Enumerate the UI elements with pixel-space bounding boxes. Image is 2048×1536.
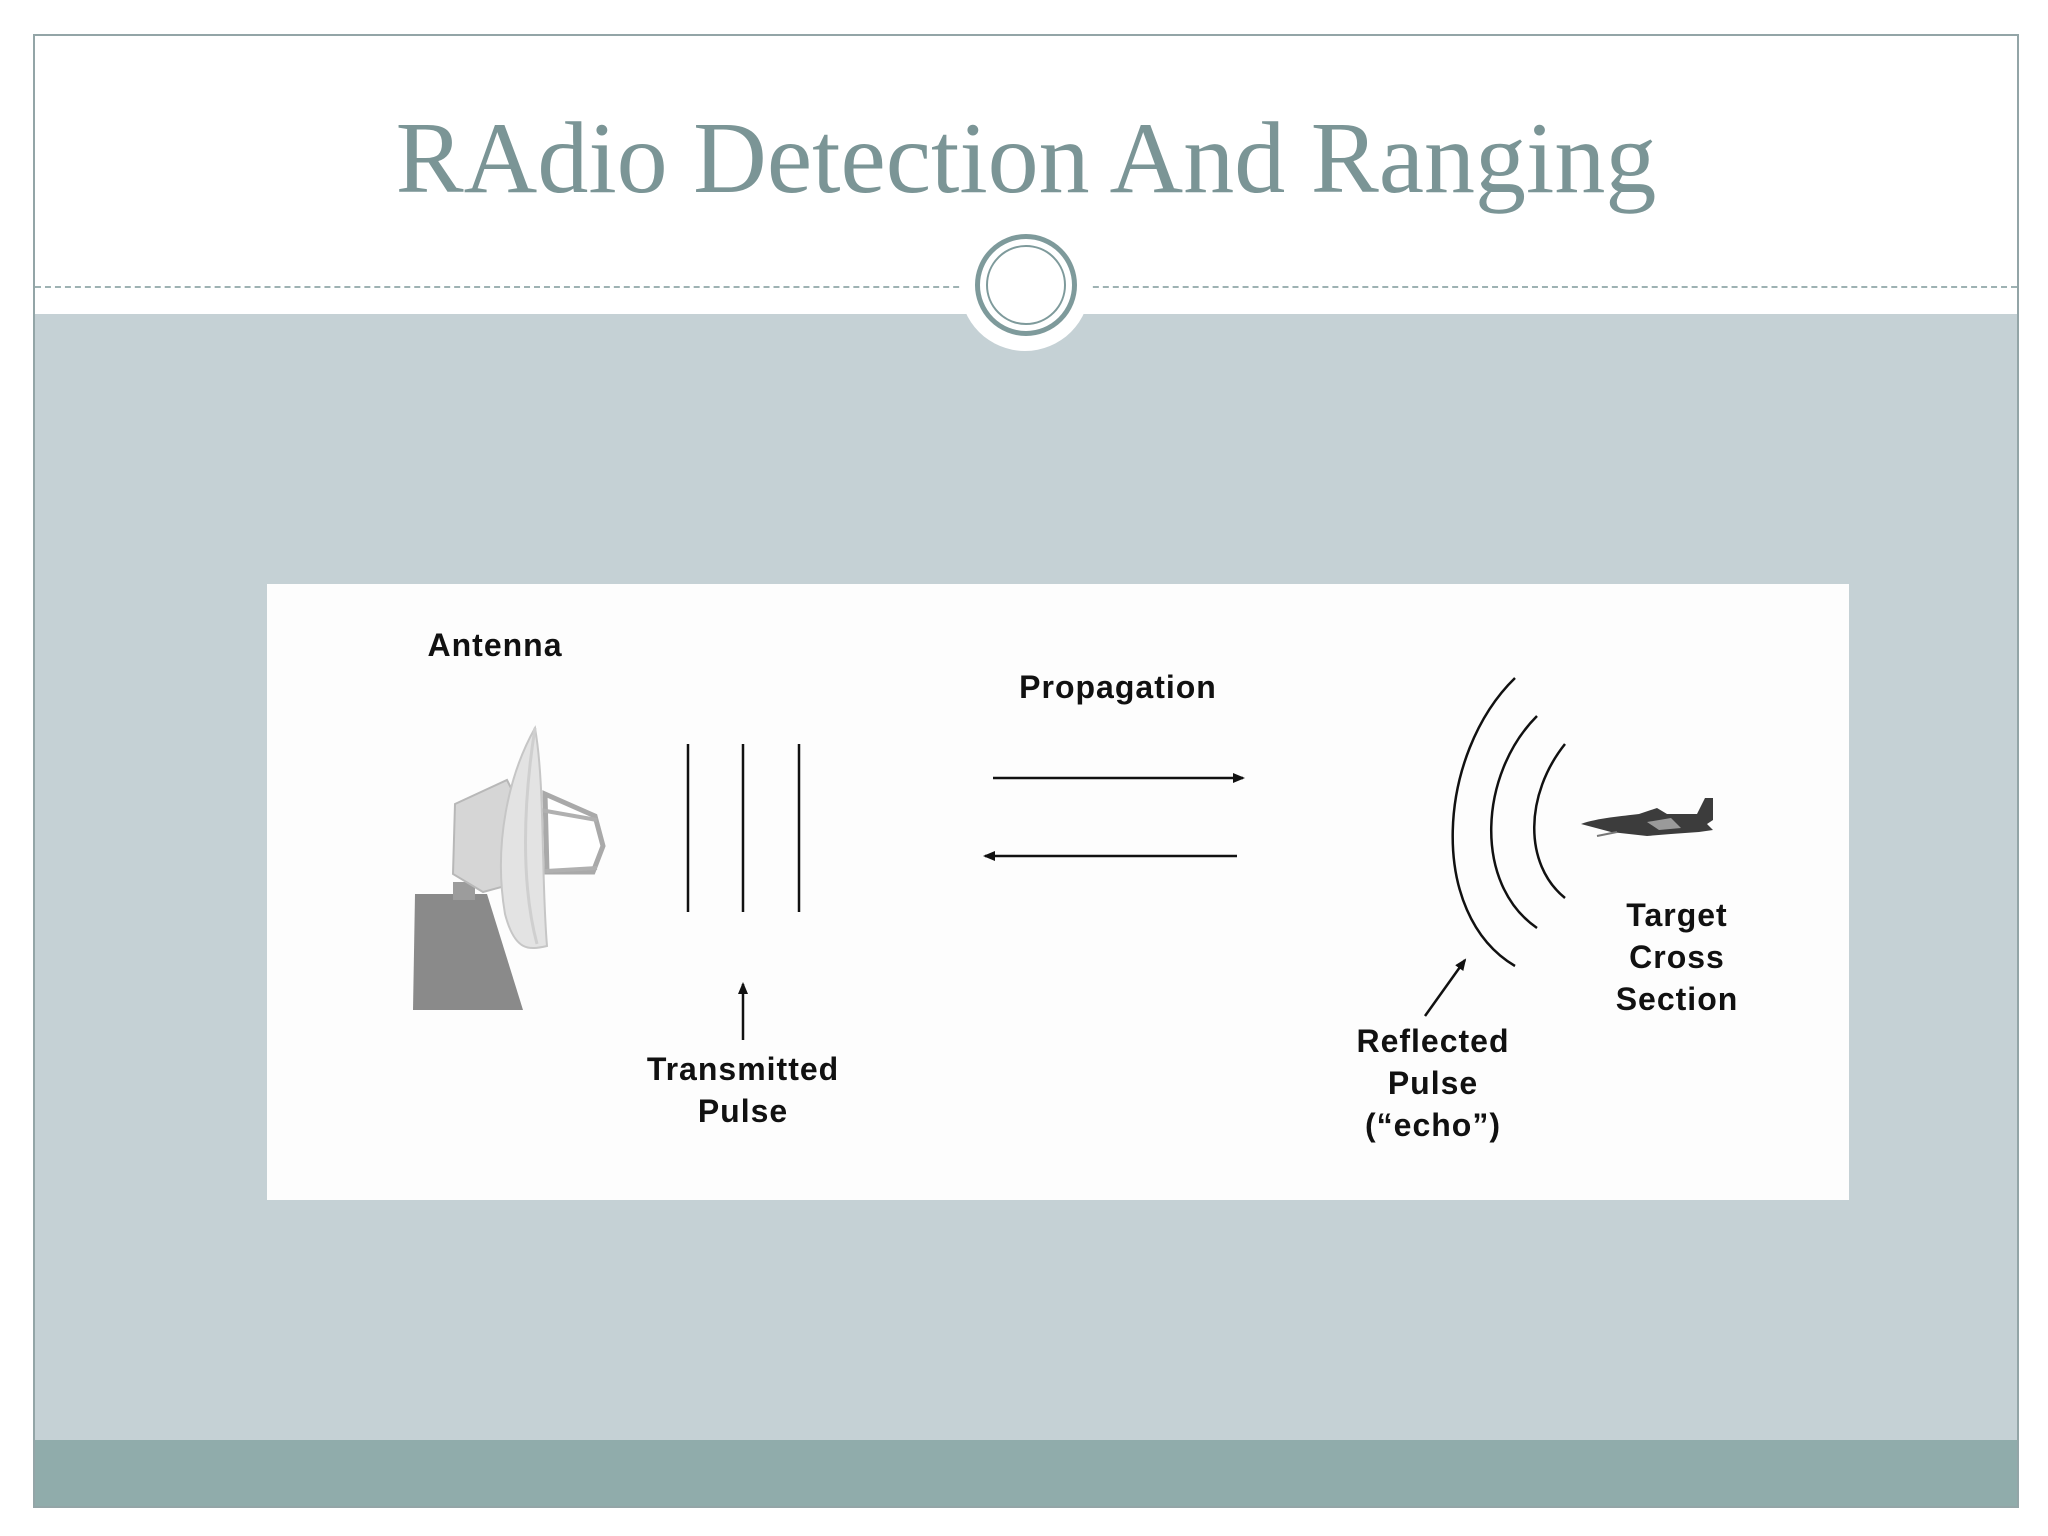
antenna-label: Antenna bbox=[427, 627, 563, 663]
radar-antenna-icon bbox=[413, 725, 606, 1010]
transmitted-pulse-lines bbox=[686, 744, 801, 912]
reflected-pulse-label-line-1: Reflected bbox=[1356, 1023, 1510, 1059]
slide: RAdio Detection And Ranging bbox=[33, 34, 2019, 1508]
target-cross-section-label: Target Cross Section bbox=[1577, 894, 1777, 1020]
target-label-line-1: Target bbox=[1626, 897, 1728, 933]
reflected-pulse-label-line-2: Pulse bbox=[1387, 1065, 1479, 1101]
transmitted-pulse-label: Transmitted Pulse bbox=[613, 1048, 873, 1132]
slide-title: RAdio Detection And Ranging bbox=[395, 102, 1657, 215]
propagation-label: Propagation bbox=[1019, 669, 1217, 705]
target-label-line-3: Section bbox=[1615, 981, 1739, 1017]
reflected-pulse-arrow bbox=[1423, 958, 1467, 1017]
reflected-wave-arcs bbox=[1451, 677, 1566, 968]
radar-diagram: Antenna Propagation Transmitted Pulse Re… bbox=[267, 584, 1849, 1200]
radar-diagram-graphics bbox=[413, 677, 1713, 1040]
reflected-pulse-label-line-3: (“echo”) bbox=[1365, 1107, 1501, 1143]
jet-aircraft-icon bbox=[1581, 798, 1713, 837]
divider-ornament-ring bbox=[975, 234, 1077, 336]
reflected-pulse-label: Reflected Pulse (“echo”) bbox=[1323, 1020, 1543, 1146]
transmitted-pulse-label-line-2: Pulse bbox=[697, 1093, 789, 1129]
footer-band bbox=[35, 1440, 2017, 1506]
target-label-line-2: Cross bbox=[1629, 939, 1725, 975]
transmitted-pulse-label-line-1: Transmitted bbox=[646, 1051, 840, 1087]
